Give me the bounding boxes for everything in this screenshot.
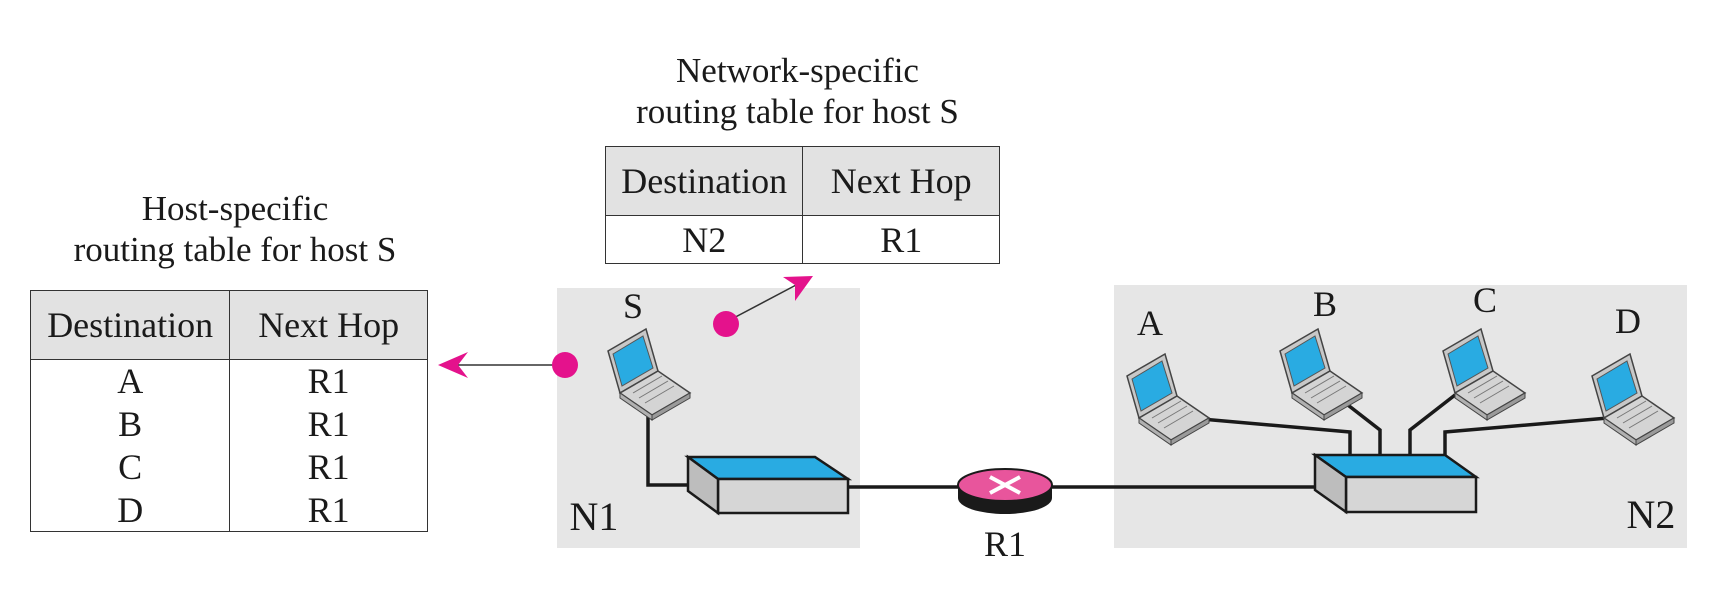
next-hop-header: Next Hop <box>802 146 1000 216</box>
router-icon <box>957 468 1053 514</box>
destination-cell: N2 <box>604 215 804 264</box>
host-b-label: B <box>1313 284 1337 324</box>
host-d-label: D <box>1615 301 1641 341</box>
host-c-label: C <box>1473 280 1497 320</box>
destination-cell: B <box>29 402 231 446</box>
table-row: N2 R1 <box>604 215 1000 264</box>
table-row: D R1 <box>29 488 428 532</box>
host-table-caption-line1: Host-specific <box>141 189 329 228</box>
cable-a-switch <box>1189 416 1352 455</box>
arrowhead-up-right-icon <box>783 276 813 301</box>
cable-s-switch <box>646 400 690 487</box>
next-hop-cell: R1 <box>229 488 428 532</box>
network-n2-label: N2 <box>1627 492 1676 537</box>
host-table-caption-line2: routing table for host S <box>73 230 397 269</box>
destination-cell: A <box>29 359 231 403</box>
table-row: C R1 <box>29 445 428 489</box>
destination-header: Destination <box>604 146 804 216</box>
cable-b-switch <box>1333 393 1382 455</box>
next-hop-cell: R1 <box>229 445 428 489</box>
cable-d-switch <box>1443 416 1609 455</box>
arrowhead-left-icon <box>438 352 468 378</box>
network-table-caption: Network-specific routing table for host … <box>600 50 995 132</box>
next-hop-cell: R1 <box>229 359 428 403</box>
table-header-row: Destination Next Hop <box>604 146 1000 216</box>
router-label: R1 <box>984 524 1026 564</box>
table-row: B R1 <box>29 402 428 446</box>
host-table-caption: Host-specific routing table for host S <box>30 188 440 270</box>
table-row: A R1 <box>29 359 428 403</box>
cable-c-switch <box>1408 393 1457 455</box>
pointer-dot-icon <box>713 311 739 337</box>
network-n1-label: N1 <box>570 494 619 539</box>
network-cables <box>646 393 1609 489</box>
next-hop-cell: R1 <box>802 215 1000 264</box>
pointer-dot-icon <box>552 352 578 378</box>
network-specific-routing-table: Destination Next Hop N2 R1 <box>604 146 1000 264</box>
destination-cell: D <box>29 488 231 532</box>
destination-cell: C <box>29 445 231 489</box>
pointer-to-network-table <box>713 276 813 337</box>
destination-header: Destination <box>29 290 231 360</box>
host-s-label: S <box>623 286 643 326</box>
host-a-label: A <box>1137 303 1163 343</box>
host-specific-routing-table: Destination Next Hop A R1 B R1 C R1 D R1 <box>29 290 428 532</box>
network-table-caption-line1: Network-specific <box>676 51 919 90</box>
network-table-caption-line2: routing table for host S <box>636 92 959 131</box>
next-hop-cell: R1 <box>229 402 428 446</box>
switch-n1-icon <box>684 454 853 516</box>
next-hop-header: Next Hop <box>229 290 428 360</box>
switch-n2-icon <box>1311 452 1480 515</box>
pointer-to-host-table <box>438 352 578 378</box>
table-header-row: Destination Next Hop <box>29 290 428 360</box>
